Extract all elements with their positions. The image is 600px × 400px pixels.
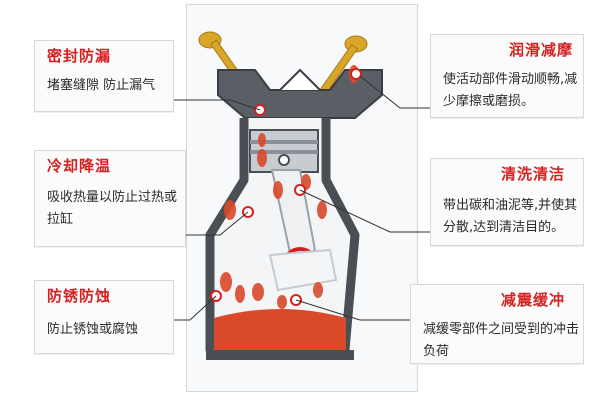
function-description: 使活动部件滑动顺畅,减少摩擦或磨损。 <box>443 72 578 109</box>
function-description: 带出碳和油泥等,并使其分散,达到清洁目的。 <box>443 198 578 235</box>
function-card-rust-prevention: 防锈防蚀 防止锈蚀或腐蚀 <box>34 280 174 354</box>
function-card-cooling: 冷却降温 吸收热量以防止过热或拉缸 <box>34 150 186 247</box>
function-title: 防锈防蚀 <box>47 287 112 305</box>
function-card-shock-absorption: 减震缓冲 减缓零部件之间受到的冲击负荷 <box>410 284 584 364</box>
function-title: 密封防漏 <box>47 47 112 65</box>
function-description: 减缓零部件之间受到的冲击负荷 <box>423 322 580 359</box>
function-card-cleaning: 清洗清洁 带出碳和油泥等,并使其分散,达到清洁目的。 <box>430 158 584 246</box>
leader-lines <box>170 75 430 321</box>
function-title: 减震缓冲 <box>501 291 566 309</box>
oil-sump <box>214 309 346 350</box>
function-title: 冷却降温 <box>47 157 112 175</box>
function-description: 堵塞缝隙 防止漏气 <box>47 78 156 93</box>
function-title: 润滑减摩 <box>509 41 574 59</box>
function-card-sealing: 密封防漏 堵塞缝隙 防止漏气 <box>34 40 174 112</box>
function-card-lubrication: 润滑减摩 使活动部件滑动顺畅,减少摩擦或磨损。 <box>430 34 584 118</box>
function-title: 清洗清洁 <box>501 165 566 183</box>
right-valve <box>316 35 368 99</box>
function-description: 防止锈蚀或腐蚀 <box>47 322 139 337</box>
function-description: 吸收热量以防止过热或拉缸 <box>47 190 178 227</box>
